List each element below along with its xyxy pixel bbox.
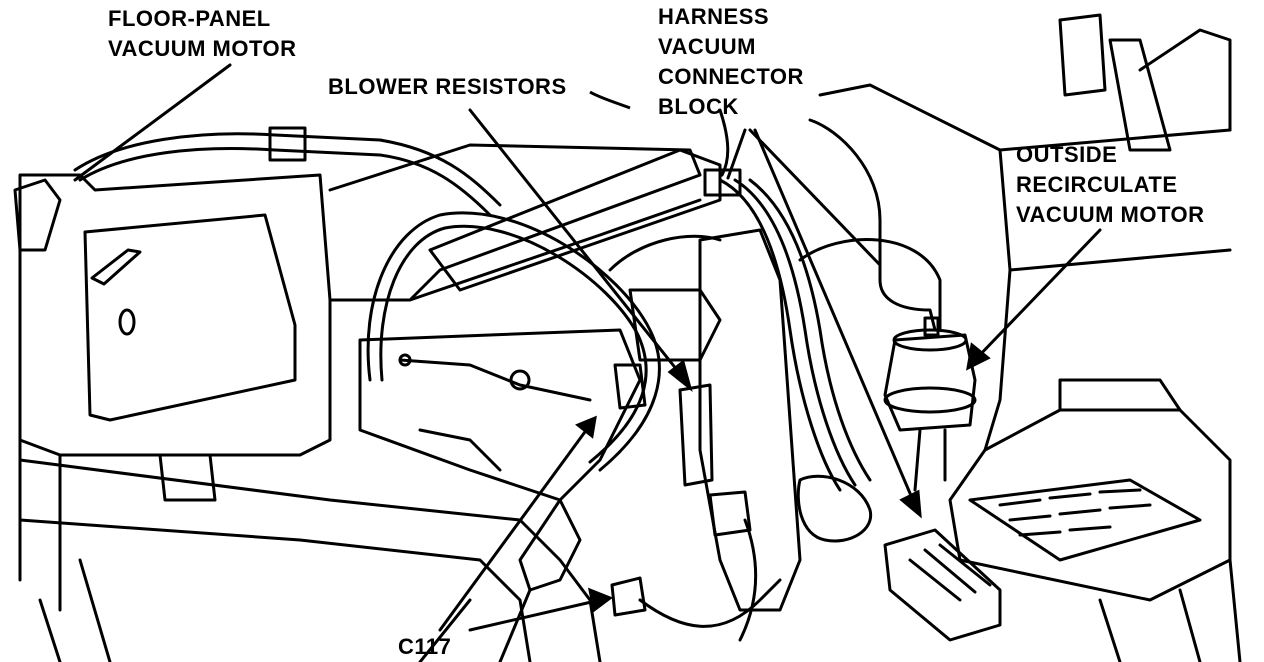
recirc-vacuum-motor — [883, 333, 977, 432]
c117-connector-right — [883, 528, 1002, 642]
label-blower-resistors: BLOWER RESISTORS — [328, 72, 567, 102]
leader-outside-recirc — [973, 228, 1102, 362]
label-line: HARNESS — [658, 4, 770, 29]
right-housing — [818, 83, 1012, 452]
recirc-tubes — [808, 118, 937, 332]
label-line: BLOWER RESISTORS — [328, 74, 567, 99]
leader-c117-b — [468, 598, 602, 632]
blower-motor-area — [358, 328, 642, 502]
leader-harness-3 — [748, 128, 882, 267]
label-harness-vacuum-connector-block: HARNESS VACUUM CONNECTOR BLOCK — [658, 2, 804, 122]
label-line: C117 — [398, 634, 452, 659]
top-vacuum-line — [73, 132, 502, 207]
c117-connector-left — [610, 576, 647, 617]
label-line: RECIRCULATE — [1016, 172, 1178, 197]
left-housing — [18, 173, 332, 457]
leader-harness-2 — [753, 128, 917, 507]
label-outside-recirculate-vacuum-motor: OUTSIDE RECIRCULATE VACUUM MOTOR — [1016, 140, 1205, 230]
label-c117: C117 — [398, 632, 451, 662]
wire-loop — [366, 211, 661, 472]
harness-lines — [718, 178, 842, 492]
label-line: CONNECTOR — [658, 64, 804, 89]
lower-duct — [18, 458, 602, 662]
label-line: VACUUM MOTOR — [108, 36, 297, 61]
leader-floor-panel — [73, 63, 232, 182]
label-line: VACUUM — [658, 34, 756, 59]
vent-grille-box — [948, 408, 1232, 602]
leader-c117-a — [438, 423, 592, 632]
door-slot — [90, 248, 142, 286]
floor-panel-motor — [13, 178, 62, 252]
label-line: FLOOR-PANEL — [108, 6, 271, 31]
label-line: VACUUM MOTOR — [1016, 202, 1205, 227]
center-duct — [698, 228, 802, 612]
door-hole — [118, 308, 136, 336]
leader-harness-1 — [726, 128, 747, 180]
leader-blower-resistors — [468, 108, 687, 382]
floor-panel-door — [83, 213, 297, 422]
resistor-connector — [613, 363, 647, 410]
label-line: BLOCK — [658, 94, 739, 119]
label-line: OUTSIDE — [1016, 142, 1118, 167]
label-floor-panel-vacuum-motor: FLOOR-PANEL VACUUM MOTOR — [108, 4, 297, 64]
right-door — [1058, 13, 1107, 97]
